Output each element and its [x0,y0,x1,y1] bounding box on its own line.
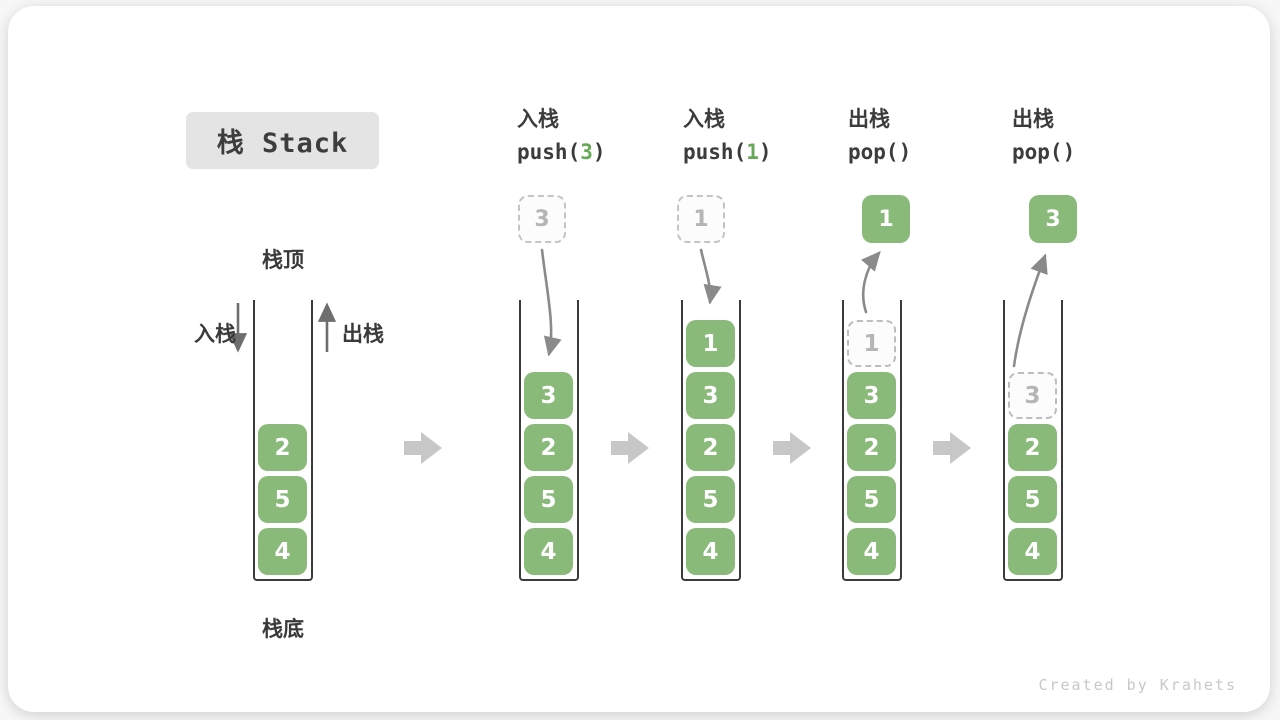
stack-cell: 4 [1008,528,1057,575]
pop-side-label: 出栈 [342,322,384,346]
stack-cell: 5 [524,476,573,523]
stack-cell: 3 [847,372,896,419]
stack-cell: 3 [686,372,735,419]
stack-cell: 5 [847,476,896,523]
step-arrow-3 [773,432,811,464]
push-side-label: 入栈 [194,322,236,346]
operation-action: 入栈 [517,107,559,131]
stack-cell: 2 [258,424,307,471]
stack-well-5 [1003,300,1063,581]
operation-code: pop() [1012,134,1182,170]
code-fn: push( [517,140,581,164]
stack-cell: 2 [1008,424,1057,471]
code-fn: pop() [1012,140,1076,164]
stack-well-4 [842,300,902,581]
step-arrow-2 [611,432,649,464]
code-arg: 3 [580,140,593,164]
stack-cell: 2 [847,424,896,471]
stack-top-label: 栈顶 [262,248,304,272]
title-badge: 栈 Stack [186,112,379,169]
operation-label-pop-2: 出栈 pop() [1012,104,1182,170]
operation-action: 入栈 [683,107,725,131]
outgoing-value-box: 3 [1029,195,1077,243]
stack-cell: 5 [1008,476,1057,523]
step-arrow-1 [404,432,442,464]
stack-cell: 3 [524,372,573,419]
stack-cell: 4 [686,528,735,575]
operation-action: 出栈 [1012,107,1054,131]
operation-code: push(1) [683,134,853,170]
code-fn: pop() [848,140,912,164]
watermark: Created by Krahets [1038,676,1237,694]
code-close: ) [758,140,772,164]
incoming-value-box: 1 [677,195,725,243]
incoming-value-box: 3 [518,195,566,243]
code-close: ) [592,140,606,164]
operation-label-pop-1: 出栈 pop() [848,104,1018,170]
stack-cell: 5 [686,476,735,523]
stack-cell: 5 [258,476,307,523]
stack-bottom-label: 栈底 [262,617,304,641]
outgoing-value-box: 1 [862,195,910,243]
popped-ghost-cell: 3 [1008,372,1057,419]
stack-cell: 4 [524,528,573,575]
stack-well-2 [519,300,579,581]
popped-ghost-cell: 1 [847,320,896,367]
stack-cell: 2 [686,424,735,471]
stack-cell: 4 [258,528,307,575]
operation-label-push-1: 入栈 push(1) [683,104,853,170]
operation-action: 出栈 [848,107,890,131]
code-arg: 1 [746,140,759,164]
stack-cell: 2 [524,424,573,471]
stack-well-3 [681,300,741,581]
stack-well-1 [253,300,313,581]
step-arrow-4 [933,432,971,464]
stack-cell: 1 [686,320,735,367]
operation-label-push-3: 入栈 push(3) [517,104,687,170]
stack-cell: 4 [847,528,896,575]
push-1-arrow [699,248,722,305]
operation-code: pop() [848,134,1018,170]
code-fn: push( [683,140,747,164]
operation-code: push(3) [517,134,687,170]
